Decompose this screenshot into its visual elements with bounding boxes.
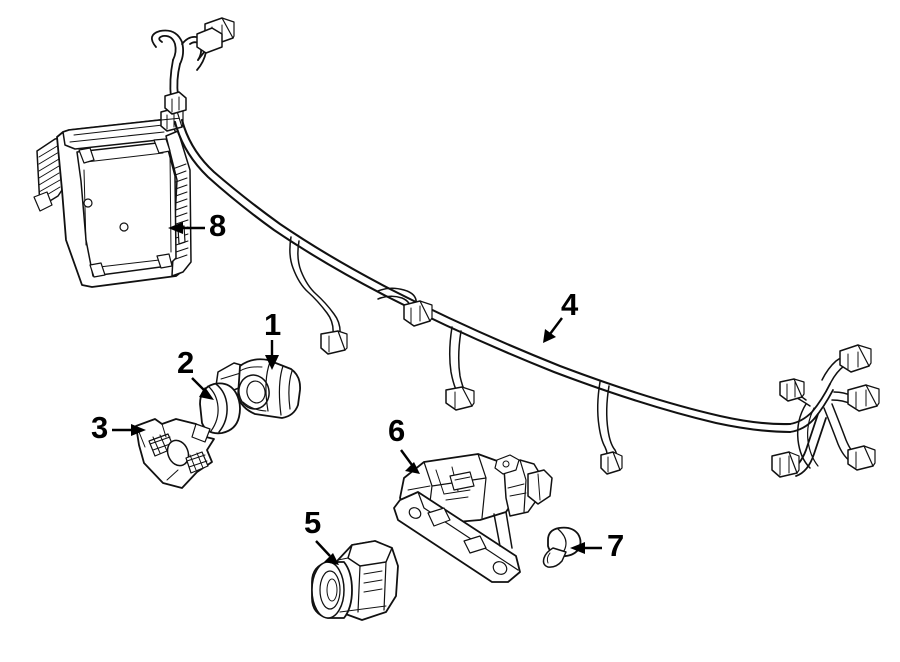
callout-7-number: 7 bbox=[607, 528, 624, 563]
callout-6-leader bbox=[400, 449, 420, 474]
callout-2-leader bbox=[191, 377, 214, 400]
mounting-screw-part bbox=[542, 526, 582, 568]
callout-8-leader bbox=[168, 222, 205, 234]
callout-5-number: 5 bbox=[304, 505, 321, 540]
camera-mounting-bracket-part bbox=[393, 453, 553, 583]
callout-4-number: 4 bbox=[561, 287, 579, 322]
sensor-retainer-bracket-part bbox=[135, 418, 215, 489]
callout-2-number: 2 bbox=[177, 345, 194, 380]
callout-3-number: 3 bbox=[91, 410, 108, 445]
control-module-part bbox=[33, 119, 192, 288]
callout-6-number: 6 bbox=[388, 413, 405, 448]
callout-8-number: 8 bbox=[209, 208, 226, 243]
callout-7-leader bbox=[570, 542, 602, 554]
callout-1-number: 1 bbox=[264, 307, 281, 342]
wire-harness-part bbox=[150, 17, 880, 478]
parking-aid-sensor-part bbox=[215, 358, 301, 419]
callout-3-leader bbox=[112, 424, 146, 436]
callout-1-leader bbox=[265, 340, 279, 370]
callout-5-leader bbox=[315, 540, 339, 565]
callout-4-leader bbox=[543, 317, 563, 343]
